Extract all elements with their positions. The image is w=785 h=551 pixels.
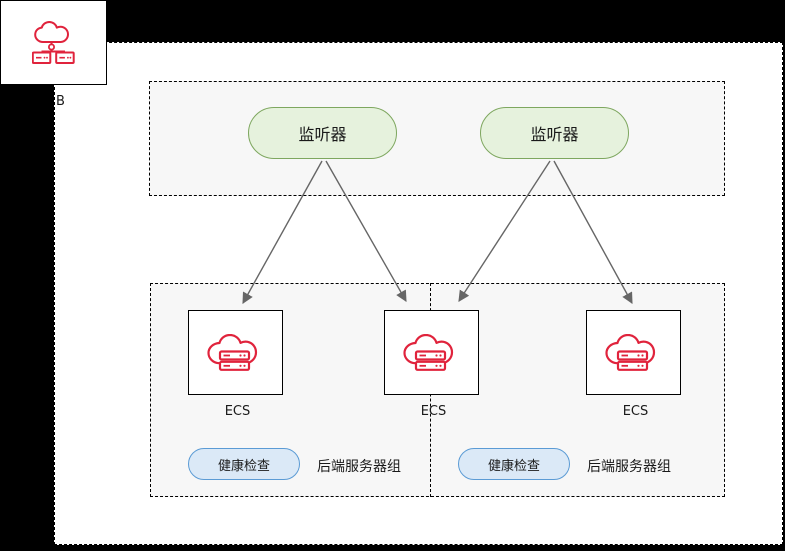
ecs-node-3 [586,310,681,395]
listeners-container [149,81,725,196]
elb-node-label: B [56,94,65,109]
listener-2-label: 监听器 [530,125,579,144]
health-check-1-label: 健康检查 [217,458,270,474]
ecs-2-label: ECS [420,404,447,419]
listener-node-2: 监听器 [480,107,629,159]
ecs-cloud-server-icon [403,334,461,372]
server-group-2-label: 后端服务器组 [587,459,671,475]
listener-1-label: 监听器 [298,125,347,144]
elb-node [0,0,107,85]
ecs-cloud-server-icon [207,334,265,372]
ecs-node-2 [384,310,479,395]
ecs-node-1 [188,310,283,395]
health-check-badge-1: 健康检查 [188,448,300,480]
listener-node-1: 监听器 [248,107,397,159]
ecs-cloud-server-icon [605,334,663,372]
health-check-2-label: 健康检查 [487,458,540,474]
elb-load-balancer-icon [32,21,75,64]
ecs-1-label: ECS [224,404,251,419]
ecs-3-label: ECS [622,404,649,419]
server-group-1-label: 后端服务器组 [317,459,401,475]
health-check-badge-2: 健康检查 [458,448,570,480]
